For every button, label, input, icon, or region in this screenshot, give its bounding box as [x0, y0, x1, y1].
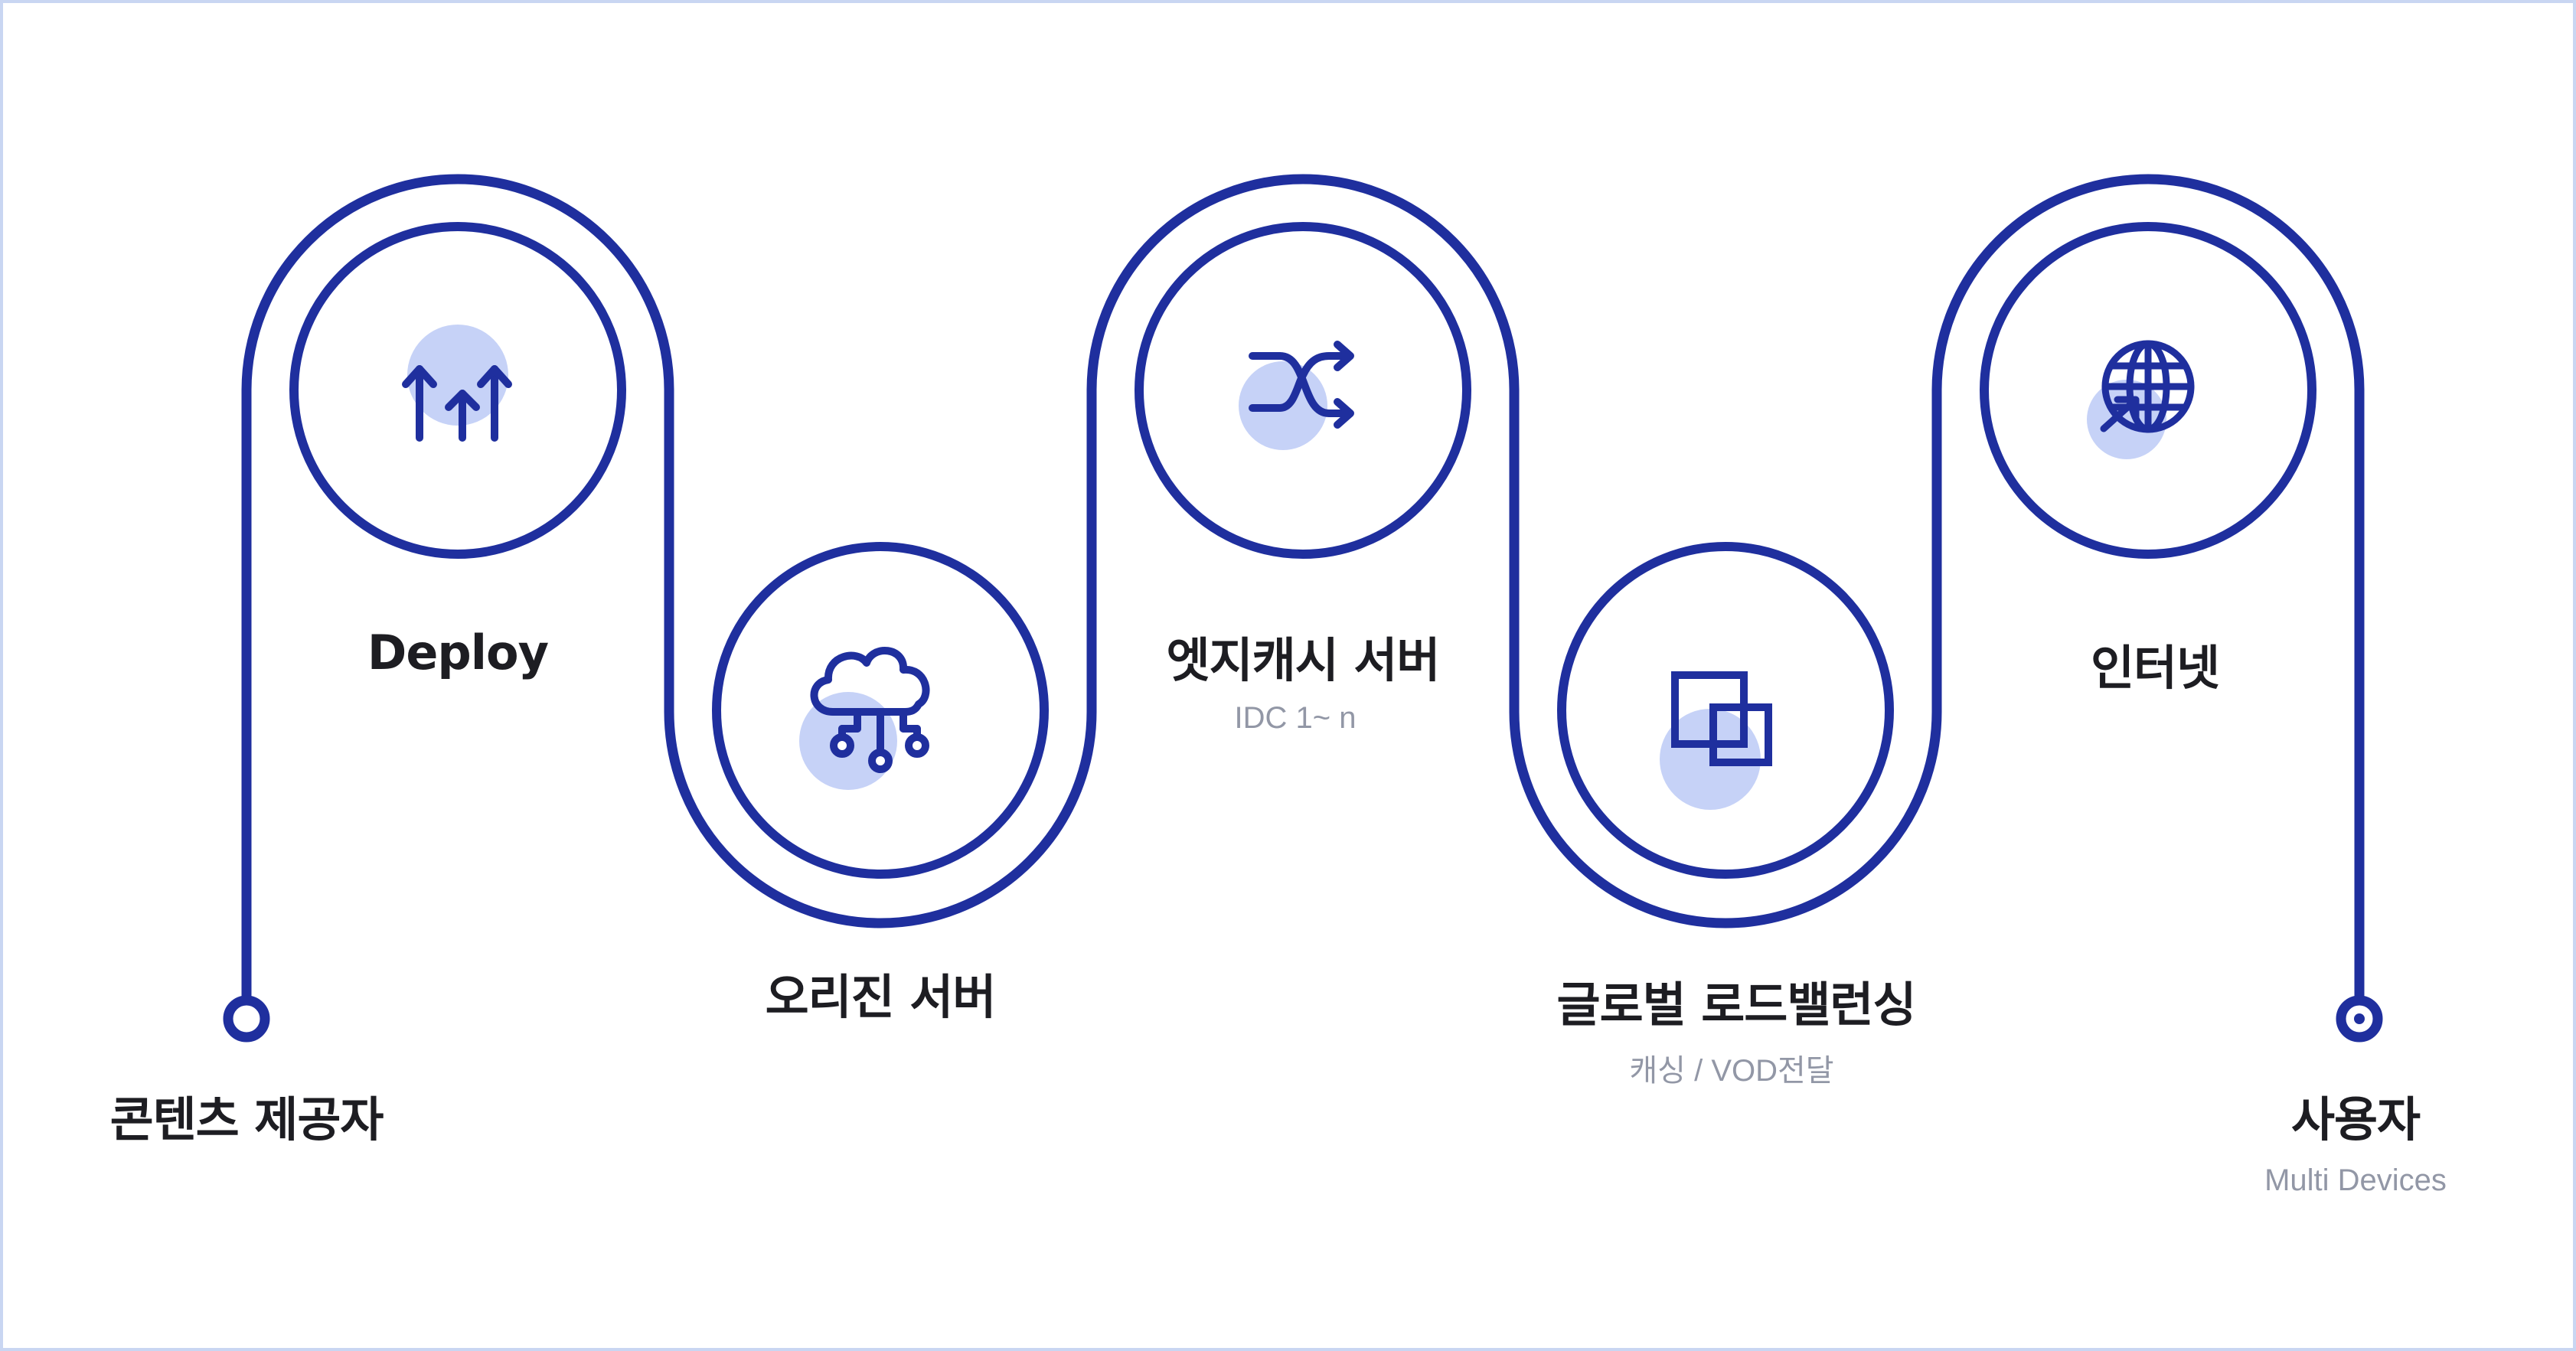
- shuffle-arrows-icon: [1239, 341, 1354, 450]
- globe-arrow-icon: [2087, 340, 2195, 459]
- user-label: 사용자: [2290, 1092, 2421, 1147]
- global-load-balancing-sublabel: 캐싱 / VOD전달: [1629, 1054, 1834, 1088]
- deploy-label: Deploy: [367, 625, 549, 680]
- flow-path: [241, 174, 2365, 1000]
- start-endpoint-marker: [223, 995, 270, 1043]
- internet-label: 인터넷: [2090, 640, 2220, 696]
- overlapping-squares-icon: [1660, 671, 1772, 810]
- origin-server-label: 오리진 서버: [765, 969, 997, 1025]
- edge-cache-server-label: 엣지캐시 서버: [1166, 632, 1441, 688]
- global-load-balancing-label: 글로벌 로드밸런싱: [1556, 977, 1917, 1033]
- edge-cache-server-sublabel: IDC 1~ n: [1234, 701, 1357, 735]
- end-endpoint-marker: [2336, 995, 2383, 1043]
- user-sublabel: Multi Devices: [2264, 1163, 2447, 1197]
- content-provider-label: 콘텐츠 제공자: [109, 1092, 384, 1147]
- cloud-network-icon: [799, 647, 930, 790]
- upload-arrows-icon: [402, 325, 512, 442]
